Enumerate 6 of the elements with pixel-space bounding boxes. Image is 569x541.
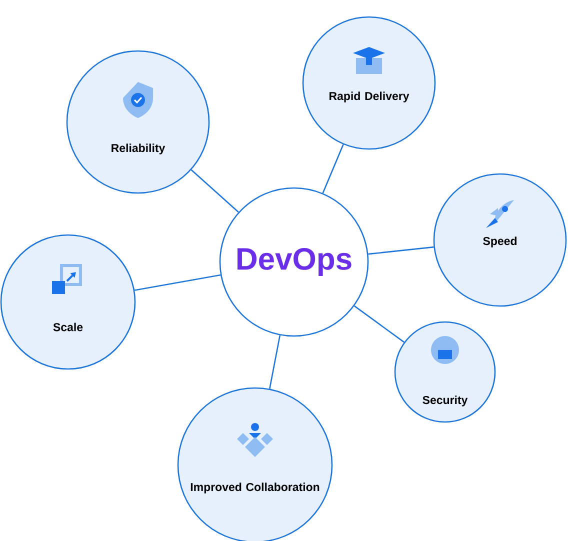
connector-line — [354, 305, 404, 343]
connector-line — [322, 144, 344, 194]
connector-line — [134, 274, 221, 291]
connector-line — [368, 246, 434, 255]
connector-line — [269, 335, 281, 389]
connector-line — [190, 169, 239, 213]
